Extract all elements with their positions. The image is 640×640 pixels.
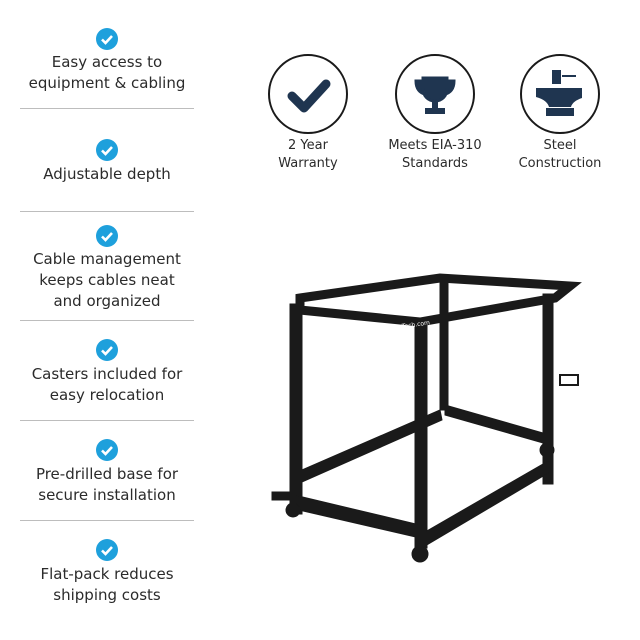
feature-text: Pre-drilled base for secure installation <box>35 465 179 504</box>
feature-text: Casters included for easy relocation <box>31 365 183 404</box>
divider <box>20 211 194 212</box>
check-circle-icon <box>96 139 118 161</box>
feature-text: Flat-pack reduces shipping costs <box>40 565 174 604</box>
check-circle-icon <box>96 439 118 461</box>
standards-badge <box>395 54 475 134</box>
feature-text: Adjustable depth <box>43 165 171 183</box>
divider <box>20 520 194 521</box>
badge-line: Steel <box>543 138 577 153</box>
divider <box>20 420 194 421</box>
warranty-badge <box>268 54 348 134</box>
feature-text: Easy access to equipment & cabling <box>28 53 186 92</box>
trophy-icon <box>414 76 456 114</box>
divider <box>20 320 194 321</box>
anvil-icon <box>536 70 582 116</box>
badge-line: 2 Year <box>288 138 328 153</box>
check-circle-icon <box>96 539 118 561</box>
divider <box>20 108 194 109</box>
badge-line: Construction <box>518 156 602 171</box>
check-circle-icon <box>96 339 118 361</box>
checkmark-icon <box>287 79 331 113</box>
badge-line: Warranty <box>278 156 338 171</box>
badge-line: Standards <box>402 156 468 171</box>
badge-line: Meets EIA-310 <box>388 138 482 153</box>
check-circle-icon <box>96 225 118 247</box>
feature-text: Cable management keeps cables neat and o… <box>33 250 181 310</box>
steel-badge <box>520 54 600 134</box>
check-circle-icon <box>96 28 118 50</box>
open-frame-rack-image: StarTech.com <box>271 273 582 563</box>
